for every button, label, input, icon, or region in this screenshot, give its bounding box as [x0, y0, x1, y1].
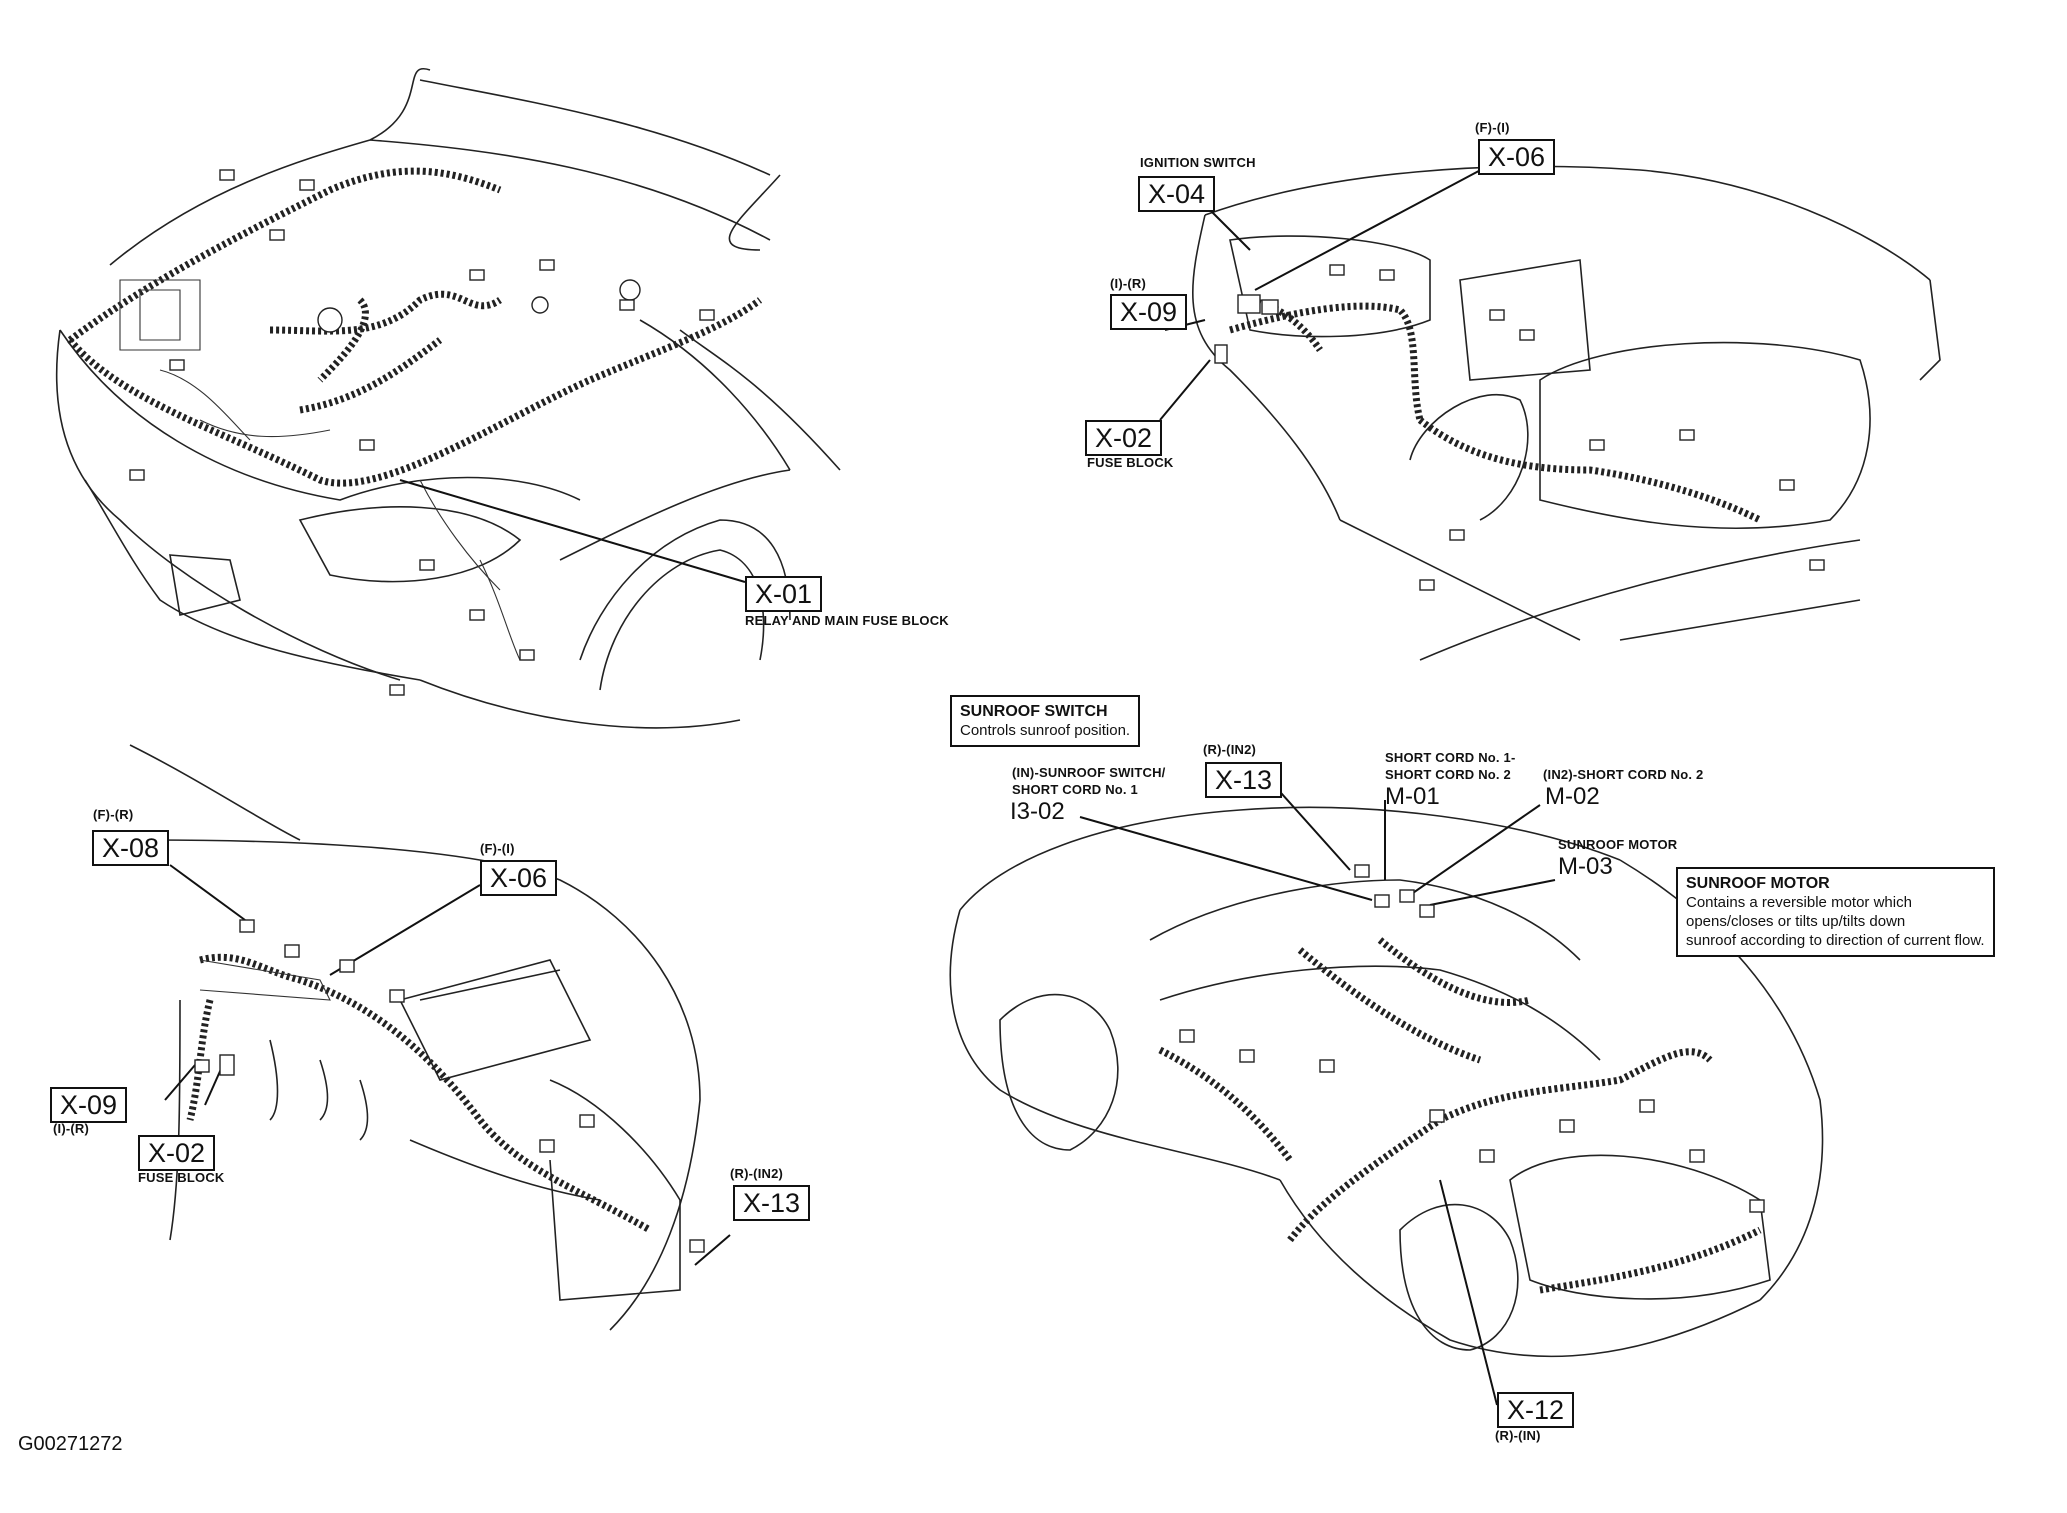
sunroof-motor-title: SUNROOF MOTOR	[1686, 875, 1830, 892]
x09-code-dash: X-09	[1110, 294, 1188, 330]
x09-loc-dash: (I)-(R)	[1110, 276, 1147, 291]
body-drawing	[949, 774, 1824, 1406]
sunroof-switch-title: SUNROOF SWITCH	[960, 703, 1108, 720]
m01-desc-2: SHORT CORD No. 2	[1385, 767, 1511, 782]
sunroof-switch-text: Controls sunroof position.	[960, 722, 1131, 739]
m01-code: M-01	[1385, 783, 1440, 810]
x02-code-cabin: X-02	[138, 1135, 216, 1171]
x06-code-cabin: X-06	[480, 860, 558, 896]
x08-loc: (F)-(R)	[93, 807, 134, 822]
m02-code: M-02	[1545, 783, 1600, 810]
x04-code: X-04	[1138, 176, 1216, 212]
sunroof-motor-line2: opens/closes or tilts up/tilts down	[1686, 913, 1906, 930]
m02-desc: (IN2)-SHORT CORD No. 2	[1543, 767, 1704, 782]
engine-bay-drawing	[55, 67, 841, 729]
m03-code: M-03	[1558, 853, 1613, 880]
sunroof-motor-line1: Contains a reversible motor which	[1686, 894, 1912, 911]
x09-loc-cabin: (I)-(R)	[53, 1121, 90, 1136]
x12-code: X-12	[1497, 1392, 1575, 1428]
cabin-drawing	[129, 744, 731, 1331]
figure-id: G00271272	[18, 1433, 123, 1455]
x01-code: X-01	[745, 576, 823, 612]
sunroof-switch-note: SUNROOF SWITCH Controls sunroof position…	[950, 695, 1141, 747]
x13-code-cabin: X-13	[733, 1185, 811, 1221]
sunroof-motor-note: SUNROOF MOTOR Contains a reversible moto…	[1676, 867, 1995, 957]
i302-code: I3-02	[1010, 798, 1065, 825]
x06-loc-cabin: (F)-(I)	[480, 841, 515, 856]
m01-desc-1: SHORT CORD No. 1-	[1385, 750, 1516, 765]
x13-loc-body: (R)-(IN2)	[1203, 742, 1257, 757]
x08-code: X-08	[92, 830, 170, 866]
x02-desc-dash: FUSE BLOCK	[1087, 455, 1174, 470]
x12-loc: (R)-(IN)	[1495, 1428, 1541, 1443]
sunroof-motor-line3: sunroof according to direction of curren…	[1686, 932, 1985, 949]
x13-loc-cabin: (R)-(IN2)	[730, 1166, 784, 1181]
i302-desc-1: (IN)-SUNROOF SWITCH/	[1012, 765, 1166, 780]
x09-code-cabin: X-09	[50, 1087, 128, 1123]
x01-desc: RELAY AND MAIN FUSE BLOCK	[745, 613, 949, 628]
dashboard-drawing	[1159, 164, 1941, 661]
i302-desc-2: SHORT CORD No. 1	[1012, 782, 1138, 797]
x02-desc-cabin: FUSE BLOCK	[138, 1170, 225, 1185]
m03-desc: SUNROOF MOTOR	[1558, 837, 1678, 852]
x04-desc: IGNITION SWITCH	[1140, 155, 1256, 170]
x13-code-body: X-13	[1205, 762, 1283, 798]
x06-code-dash: X-06	[1478, 139, 1556, 175]
x02-code-dash: X-02	[1085, 420, 1163, 456]
x06-loc-dash: (F)-(I)	[1475, 120, 1510, 135]
